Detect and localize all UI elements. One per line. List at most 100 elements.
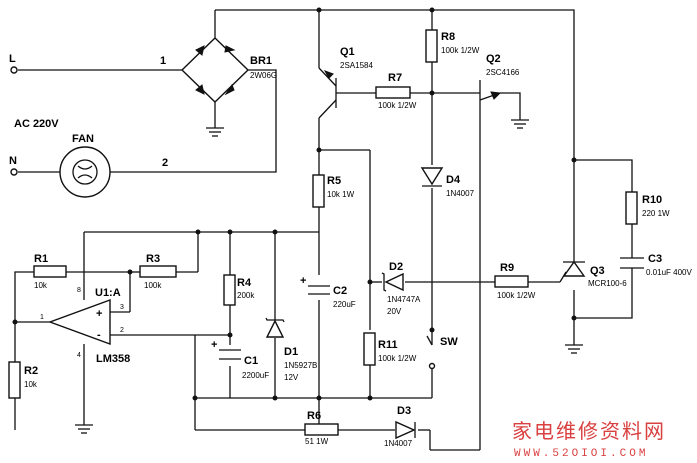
resistor-r9 — [494, 275, 529, 288]
d4-ref: D4 — [446, 174, 461, 186]
d1-voltage: 12V — [284, 373, 299, 382]
u1-ref: U1:A — [95, 287, 121, 299]
resistor-r11 — [363, 332, 376, 366]
c1-value: 2200uF — [242, 371, 269, 380]
resistor-r3 — [139, 265, 177, 278]
r10-ref: R10 — [642, 194, 662, 206]
q1-ref: Q1 — [340, 46, 355, 58]
resistor-r5 — [312, 174, 325, 208]
junctions — [12, 7, 577, 401]
opamp-u1 — [47, 298, 111, 346]
resistor-r1 — [33, 265, 67, 278]
r1-ref: R1 — [34, 253, 48, 265]
sw-ref: SW — [440, 336, 458, 348]
terminal-n — [10, 168, 18, 176]
u1-pin3: 3 — [120, 304, 124, 311]
u1-pin8: 8 — [77, 287, 81, 294]
resistor-r7 — [375, 86, 411, 99]
r9-ref: R9 — [500, 262, 514, 274]
node-2-label: 2 — [162, 157, 168, 169]
ac-source-label: AC 220V — [14, 118, 59, 130]
switch-sw — [426, 335, 436, 370]
zener-diode-d1 — [265, 317, 285, 338]
terminal-l-label: L — [9, 53, 16, 65]
transistor-q1 — [318, 67, 337, 119]
q2-ref: Q2 — [486, 53, 501, 65]
r7-ref: R7 — [388, 72, 402, 84]
r8-value: 100k 1/2W — [441, 46, 480, 55]
u1-minus: - — [97, 329, 101, 341]
ground-symbol — [75, 424, 93, 434]
q3-value: MCR100-6 — [588, 279, 627, 288]
d2-value: 1N4747A — [387, 295, 421, 304]
ground-symbol — [206, 127, 224, 137]
d3-ref: D3 — [397, 405, 411, 417]
diode-d3 — [395, 420, 416, 440]
resistor-r10 — [625, 191, 638, 225]
r2-ref: R2 — [24, 365, 38, 377]
r6-ref: R6 — [307, 410, 321, 422]
r5-ref: R5 — [327, 175, 341, 187]
watermark-text: 家电维修资料网 — [512, 419, 666, 443]
transistor-q2 — [479, 80, 502, 115]
terminal-l — [10, 66, 18, 74]
c3-value: 0.01uF 400V — [646, 268, 692, 277]
watermark-url: WWW.52OIOI.COM — [514, 448, 648, 460]
r8-ref: R8 — [441, 31, 455, 43]
capacitor-c2: + — [300, 275, 330, 295]
u1-pin2: 2 — [120, 327, 124, 334]
u1-pin4: 4 — [77, 352, 81, 359]
svg-text:+: + — [300, 275, 306, 287]
r4-value: 200k — [237, 291, 255, 300]
fan-label: FAN — [72, 133, 94, 145]
c1-ref: C1 — [244, 355, 258, 367]
svg-text:+: + — [211, 339, 217, 351]
r11-value: 100k 1/2W — [378, 354, 417, 363]
r4-ref: R4 — [237, 277, 252, 289]
r11-ref: R11 — [378, 339, 398, 351]
r2-value: 10k — [24, 380, 38, 389]
r9-value: 100k 1/2W — [497, 291, 536, 300]
r3-value: 100k — [144, 281, 162, 290]
q2-value: 2SC4166 — [486, 68, 520, 77]
zener-diode-d2 — [381, 272, 404, 292]
br1-ref: BR1 — [250, 55, 272, 67]
d4-value: 1N4007 — [446, 189, 475, 198]
r7-value: 100k 1/2W — [378, 101, 417, 110]
r1-value: 10k — [34, 281, 48, 290]
resistor-r2 — [8, 361, 21, 399]
resistor-r6 — [304, 423, 339, 436]
capacitor-c1: + — [211, 339, 241, 360]
ground-symbol — [511, 119, 529, 129]
resistor-r4 — [223, 274, 236, 306]
c3-ref: C3 — [648, 253, 662, 265]
d1-ref: D1 — [284, 346, 298, 358]
br1-value: 2W06G — [250, 71, 277, 80]
u1-pin1: 1 — [40, 314, 44, 321]
u1-plus: + — [96, 308, 102, 320]
terminal-n-label: N — [9, 155, 17, 167]
bridge-rectifier-br1 — [180, 37, 250, 103]
q3-ref: Q3 — [590, 265, 605, 277]
diode-d4 — [420, 167, 444, 187]
scr-q3 — [559, 260, 586, 283]
capacitor-c3 — [620, 257, 644, 269]
node-1-label: 1 — [160, 55, 166, 67]
r6-value: 51 1W — [305, 437, 329, 446]
d3-value: 1N4007 — [384, 439, 413, 448]
r10-value: 220 1W — [642, 209, 670, 218]
r3-ref: R3 — [146, 253, 160, 265]
q1-value: 2SA1584 — [340, 61, 373, 70]
ground-symbol — [565, 344, 583, 354]
d1-value: 1N5927B — [284, 361, 317, 370]
c2-ref: C2 — [333, 285, 347, 297]
c2-value: 220uF — [333, 300, 356, 309]
u1-value: LM358 — [96, 353, 130, 365]
resistor-r8 — [425, 29, 438, 63]
d2-voltage: 20V — [387, 307, 402, 316]
r5-value: 10k 1W — [327, 190, 355, 199]
d2-ref: D2 — [389, 261, 403, 273]
wires — [14, 9, 633, 451]
